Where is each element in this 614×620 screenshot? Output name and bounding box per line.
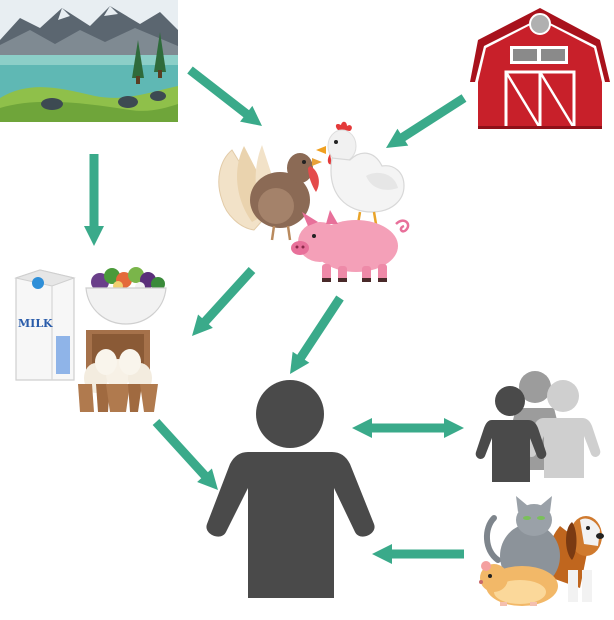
arrow-farm-animals-to-person [290, 295, 344, 374]
lake-mountain-icon [0, 0, 178, 122]
arrow-head [290, 351, 310, 374]
pets-icon [479, 496, 604, 606]
egg-crate-icon [78, 330, 158, 412]
arrow-person-to-people [352, 418, 464, 438]
milk-label: MILK [18, 317, 53, 330]
arrow-pets-to-person [372, 544, 464, 564]
person-icon [206, 380, 375, 598]
arrow-landscape-to-farm-animals [187, 66, 262, 126]
arrow-head [192, 314, 213, 336]
arrow-head [386, 128, 409, 148]
milk-carton-icon: MILK [14, 269, 76, 381]
group-icon [475, 371, 601, 482]
arrow-shaft [398, 94, 467, 143]
pig-icon [291, 210, 410, 282]
arrow-head [372, 544, 392, 564]
arrow-head [84, 226, 104, 246]
barn-icon [470, 8, 610, 130]
arrow-shaft [296, 295, 344, 362]
hamster-icon [479, 561, 558, 606]
arrow-head-reverse [352, 418, 372, 438]
salad-bowl-icon [85, 267, 167, 325]
arrow-shaft [187, 66, 251, 119]
arrow-head [197, 468, 218, 490]
arrow-head [240, 105, 262, 126]
farm-animals-icon [218, 121, 410, 282]
arrow-food-to-person [152, 418, 218, 490]
arrow-landscape-to-food [84, 154, 104, 246]
arrow-head [444, 418, 464, 438]
arrows-layer [84, 66, 467, 564]
arrow-shaft [200, 266, 256, 326]
arrow-farm-animals-to-food [192, 266, 256, 336]
chicken-icon [316, 121, 405, 225]
food-icon: MILK [14, 267, 167, 412]
arrow-shaft [152, 418, 210, 480]
dog-icon [547, 516, 604, 602]
arrow-barn-to-farm-animals [386, 94, 467, 148]
turkey-icon [218, 145, 322, 241]
